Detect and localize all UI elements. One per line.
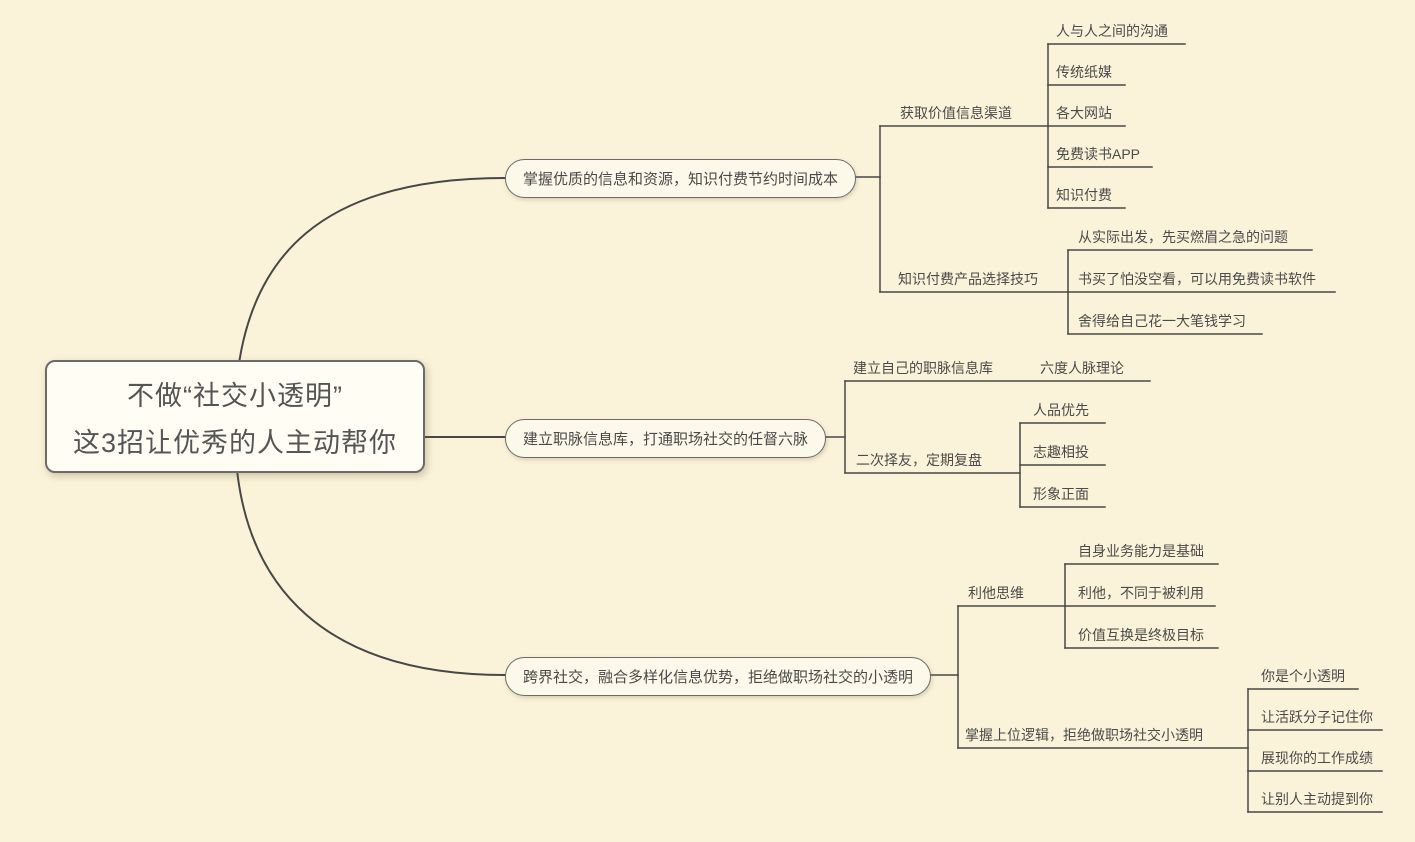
topic-1-1-2[interactable]: 传统纸媒: [1056, 64, 1112, 80]
topic-3-1-3[interactable]: 价值互换是终极目标: [1078, 627, 1204, 643]
root-branch-curve-1: [234, 177, 506, 409]
topic-3-2-3[interactable]: 展现你的工作成绩: [1261, 750, 1373, 766]
branch-node-1[interactable]: 掌握优质的信息和资源，知识付费节约时间成本: [505, 159, 857, 198]
topic-2-1-1[interactable]: 六度人脉理论: [1040, 360, 1124, 376]
topic-1-2[interactable]: 知识付费产品选择技巧: [898, 271, 1038, 287]
topic-3-1-1[interactable]: 自身业务能力是基础: [1078, 543, 1204, 559]
topic-1-2-1[interactable]: 从实际出发，先买燃眉之急的问题: [1078, 229, 1288, 245]
topic-3-1[interactable]: 利他思维: [968, 585, 1024, 601]
topic-1-2-2[interactable]: 书买了怕没空看，可以用免费读书软件: [1078, 271, 1316, 287]
topic-2-2-3[interactable]: 形象正面: [1033, 486, 1089, 502]
topic-1-2-3[interactable]: 舍得给自己花一大笔钱学习: [1078, 313, 1246, 329]
root-title-line-1: 不做“社交小透明”: [127, 380, 343, 411]
topic-1-1-5[interactable]: 知识付费: [1056, 187, 1112, 203]
topic-1-1-1[interactable]: 人与人之间的沟通: [1056, 23, 1168, 39]
topic-3-2-4[interactable]: 让别人主动提到你: [1261, 791, 1373, 807]
topic-1-1[interactable]: 获取价值信息渠道: [900, 105, 1012, 121]
root-branch-curve-3: [234, 441, 506, 676]
topic-2-1[interactable]: 建立自己的职脉信息库: [853, 360, 993, 376]
branch-node-2[interactable]: 建立职脉信息库，打通职场社交的任督六脉: [505, 419, 827, 458]
topic-2-2[interactable]: 二次择友，定期复盘: [856, 452, 982, 468]
topic-2-2-2[interactable]: 志趣相投: [1033, 444, 1089, 460]
topic-1-1-4[interactable]: 免费读书APP: [1056, 146, 1141, 162]
root-node[interactable]: 不做“社交小透明” 这3招让优秀的人主动帮你: [45, 360, 425, 473]
topic-2-2-1[interactable]: 人品优先: [1033, 402, 1089, 418]
root-title-line-2: 这3招让优秀的人主动帮你: [72, 427, 397, 458]
topic-1-1-3[interactable]: 各大网站: [1056, 105, 1112, 121]
branch-node-3[interactable]: 跨界社交，融合多样化信息优势，拒绝做职场社交的小透明: [505, 657, 932, 696]
topic-3-2-1[interactable]: 你是个小透明: [1261, 668, 1345, 684]
topic-3-2[interactable]: 掌握上位逻辑，拒绝做职场社交小透明: [965, 727, 1203, 743]
topic-3-1-2[interactable]: 利他，不同于被利用: [1078, 585, 1204, 601]
topic-3-2-2[interactable]: 让活跃分子记住你: [1261, 709, 1373, 725]
